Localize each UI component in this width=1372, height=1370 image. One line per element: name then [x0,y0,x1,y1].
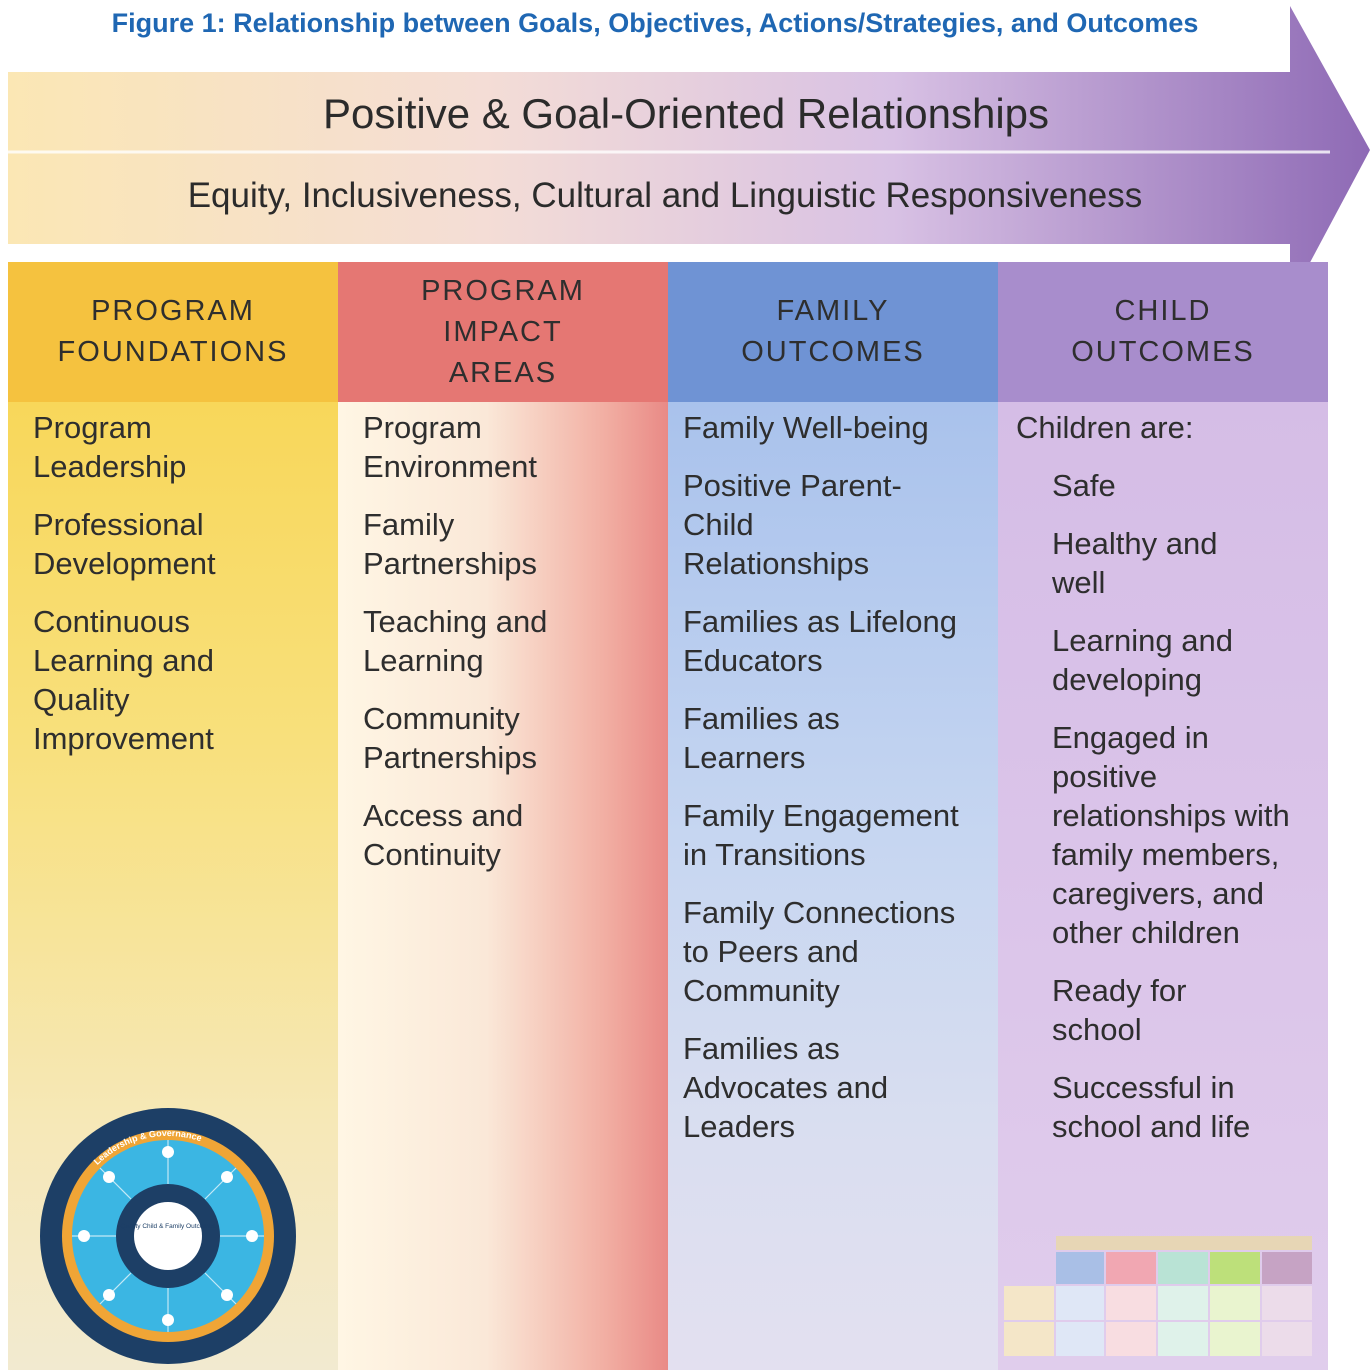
list-item: Families as Advocates and Leaders [683,1031,889,1144]
thumbnail-table-graphic [1004,1236,1312,1356]
list-item: Family Well-being [683,410,929,445]
list-item: Family Engagement in Transitions [683,798,959,872]
list-item: Safe [1052,468,1116,503]
item-list: Family Well-being Positive Parent-Child … [683,408,988,1165]
goal-arrow [8,6,1370,300]
arrow-line-relationships: Positive & Goal-Oriented Relationships [322,90,1050,137]
list-item: Program Leadership [33,410,187,484]
arrow-line-equity: Equity, Inclusiveness, Cultural and Ling… [187,176,1143,215]
column-child-outcomes: CHILD OUTCOMES Children are: Safe Health… [998,262,1328,1370]
list-item: Continuous Learning and Quality Improvem… [33,604,214,756]
list-item: Professional Development [33,507,216,581]
item-list: Children are: Safe Healthy and well Lear… [1016,408,1318,1165]
list-item: Program Environment [363,410,538,484]
list-item: Engaged in positive relationships with f… [1052,720,1290,950]
list-item: Family Partnerships [363,507,538,581]
list-item: Community Partnerships [363,701,538,775]
child-outcomes-intro: Children are: [1016,410,1194,445]
list-item: Families as Learners [683,701,840,775]
framework-wheel-logo: Leadership & Governance Quality Child & … [40,1108,296,1364]
column-family-outcomes: FAMILY OUTCOMES Family Well-being Positi… [668,262,998,1370]
list-item: Ready for school [1052,973,1187,1047]
svg-text:Quality Child & Family Outcome: Quality Child & Family Outcomes [120,1223,216,1230]
column-heading: PROGRAM IMPACT AREAS [338,262,668,402]
column-heading: CHILD OUTCOMES [998,262,1328,402]
figure-title: Figure 1: Relationship between Goals, Ob… [111,8,1199,38]
list-item: Access and Continuity [363,798,524,872]
column-heading: PROGRAM FOUNDATIONS [8,262,338,402]
item-list: Program Environment Family Partnerships … [363,408,658,893]
logo-center-text: Quality Child & Family Outcomes [120,1223,216,1230]
list-item: Teaching and Learning [363,604,548,678]
list-item: Successful in school and life [1052,1070,1251,1144]
list-item: Family Connections to Peers and Communit… [683,895,956,1008]
item-list: Program Leadership Professional Developm… [33,408,328,777]
list-item: Families as Lifelong Educators [683,604,957,678]
list-item: Healthy and well [1052,526,1218,600]
list-item: Positive Parent-Child Relationships [683,468,902,581]
list-item: Learning and developing [1052,623,1233,697]
column-heading: FAMILY OUTCOMES [668,262,998,402]
column-program-impact-areas: PROGRAM IMPACT AREAS Program Environment… [338,262,668,1370]
